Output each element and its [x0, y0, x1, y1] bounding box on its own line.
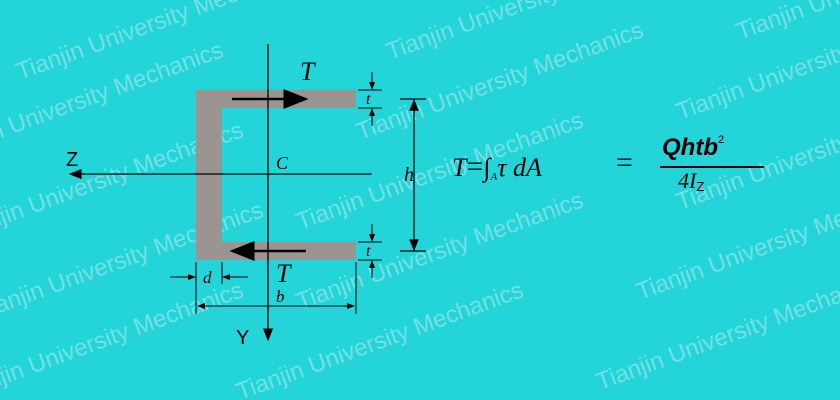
numerator-text: Qhtb — [662, 134, 718, 161]
watermark-text: Tianjin University Mechanics — [733, 0, 840, 46]
integral-subscript: A — [490, 171, 498, 183]
formula-T: T — [452, 153, 467, 182]
formula-denominator: 4IZ — [678, 168, 704, 194]
formula-equals-1: = — [466, 150, 484, 183]
channel-section — [196, 90, 356, 260]
formula-equals-2: = — [616, 146, 633, 179]
dim-d — [170, 262, 248, 284]
label-t-top: t — [366, 91, 371, 108]
dim-t-top — [358, 72, 382, 126]
label-t-bottom: t — [366, 243, 371, 260]
watermark-text: Tianjin University Mechanics — [633, 177, 840, 306]
dim-t-bottom — [358, 224, 382, 278]
formula-lhs: T=∫Aτ dA — [452, 150, 542, 184]
formula-integrand: τ dA — [497, 153, 542, 182]
label-T-top: T — [300, 57, 316, 86]
label-T-bottom: T — [276, 259, 292, 288]
denominator-text: 4I — [678, 168, 697, 193]
label-y-axis: Y — [236, 327, 249, 349]
formula-numerator: Qhtb2 — [662, 134, 724, 162]
integral-sign: ∫ — [483, 153, 491, 182]
label-z-axis: Z — [66, 149, 78, 171]
label-h: h — [404, 164, 414, 186]
dim-b — [195, 262, 357, 314]
numerator-superscript: 2 — [717, 134, 725, 146]
label-centroid-C: C — [276, 153, 289, 173]
fraction-bar — [660, 166, 764, 168]
watermark-text: Tianjin University Mechanics — [593, 267, 840, 396]
label-b: b — [276, 287, 285, 306]
denominator-subscript: Z — [696, 179, 705, 194]
label-d: d — [203, 268, 212, 287]
dim-h — [400, 98, 426, 252]
